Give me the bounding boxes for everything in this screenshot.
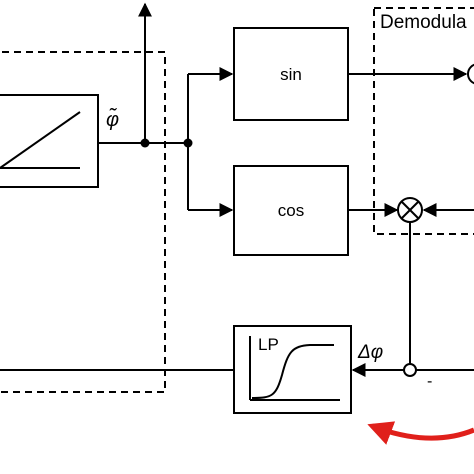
demodulator-label: Demodula [380,12,467,33]
sum-node [403,363,417,377]
phase-estimate-label: φ̃ [106,107,119,131]
ramp-line [0,111,81,169]
lp-label: LP [258,335,279,354]
nco-region-box [0,51,166,393]
sin-block [233,27,349,121]
demodulator-region-box [373,7,474,235]
ramp-block [0,94,99,188]
multiplier-icon [397,197,423,223]
lp-step-response [251,344,334,399]
minus-sign: - [427,373,432,390]
sin-mixer-partial [467,63,474,85]
feedback-arrow [367,421,474,445]
cos-label: cos [278,201,304,220]
cos-block [233,165,349,256]
phase-error-label: Δφ [357,342,383,363]
junction-dot-1 [140,138,150,148]
sin-label: sin [280,65,302,84]
